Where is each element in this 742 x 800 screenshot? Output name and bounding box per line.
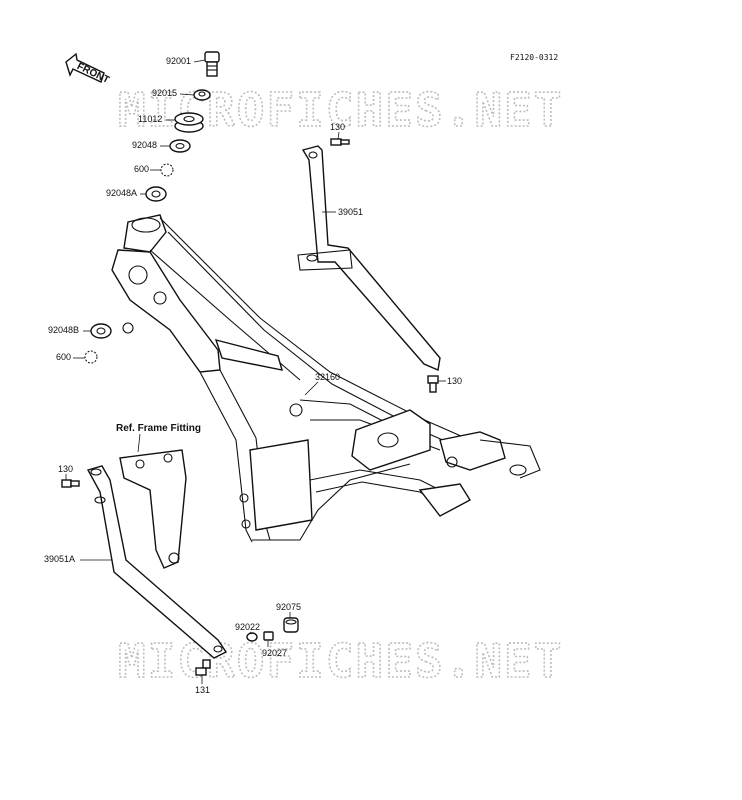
washer-92048B-icon — [90, 323, 112, 339]
front-arrow-label: FRONT — [75, 61, 111, 86]
nut-92015-icon — [193, 89, 211, 101]
label-92001: 92001 — [166, 56, 191, 66]
strut-39051-icon — [297, 145, 441, 371]
washer-92048-icon — [169, 139, 191, 153]
label-92015: 92015 — [152, 88, 177, 98]
frame-32160-icon — [111, 214, 541, 543]
callout-ref-frame-fitting: Ref. Frame Fitting — [116, 423, 201, 434]
label-32160: 32160 — [315, 372, 340, 382]
front-arrow-icon: FRONT — [65, 52, 111, 86]
bolt-131-icon — [195, 659, 211, 676]
strut-39051A-icon — [86, 465, 228, 659]
collar-600b-icon — [84, 350, 98, 364]
label-92075: 92075 — [276, 602, 301, 612]
collar-600a-icon — [160, 163, 174, 177]
label-92048: 92048 — [132, 140, 157, 150]
label-39051: 39051 — [338, 207, 363, 217]
label-92022: 92022 — [235, 622, 260, 632]
watermark-bottom: MICROFICHES.NET — [118, 634, 563, 688]
label-131: 131 — [195, 685, 210, 695]
diagram-code: F2120-0312 — [510, 53, 558, 62]
frame-fitting-bracket-icon — [119, 449, 187, 569]
label-11012: 11012 — [138, 114, 162, 124]
bolt-92001-icon — [204, 51, 220, 77]
label-130-top: 130 — [330, 122, 345, 132]
washer-92048A-icon — [145, 186, 167, 202]
label-130-right: 130 — [447, 376, 462, 386]
bolt-130-top-icon — [330, 138, 350, 146]
label-92027: 92027 — [262, 648, 287, 658]
label-130-left: 130 — [58, 464, 73, 474]
label-39051A: 39051A — [44, 554, 75, 564]
label-600-left: 600 — [56, 352, 71, 362]
collar-92075-icon — [283, 617, 299, 633]
bolt-130-left-icon — [61, 479, 80, 488]
bushing-11012-icon — [174, 112, 204, 133]
washer-92022-icon — [246, 632, 258, 642]
label-92048B: 92048B — [48, 325, 79, 335]
nut-92027-icon — [263, 631, 274, 641]
bolt-130-right-icon — [427, 375, 439, 393]
label-92048A: 92048A — [106, 188, 137, 198]
label-600-top: 600 — [134, 164, 149, 174]
